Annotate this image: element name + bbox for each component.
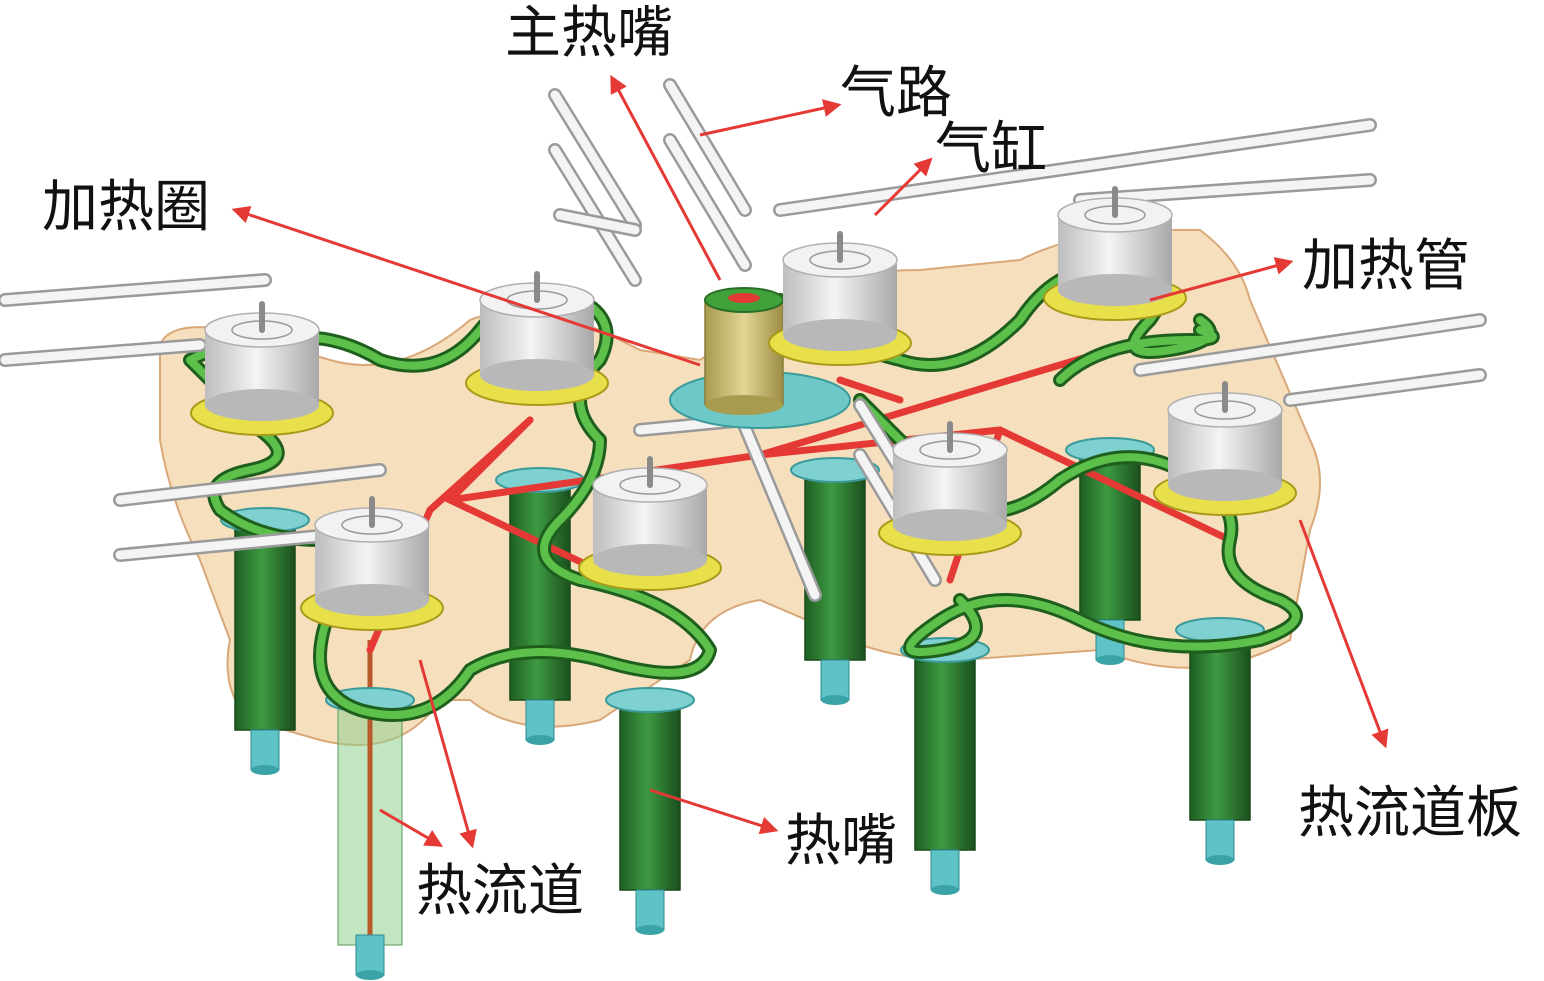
leader-arrow-runner-b bbox=[418, 659, 477, 849]
nozzle bbox=[900, 637, 990, 895]
label-main-nozzle: 主热嘴 bbox=[505, 1, 673, 66]
label-cylinder: 气缸 bbox=[935, 117, 1047, 182]
leader-arrow-air-path bbox=[699, 99, 842, 137]
cylinder-group bbox=[190, 186, 1297, 631]
cylinder bbox=[465, 271, 609, 406]
runner-channel bbox=[836, 376, 904, 404]
cylinder bbox=[190, 301, 334, 436]
cylinder bbox=[878, 421, 1022, 556]
cylinder bbox=[578, 456, 722, 591]
label-nozzle: 热嘴 bbox=[785, 809, 897, 874]
nozzle bbox=[605, 687, 695, 935]
label-heating-tube: 加热管 bbox=[1302, 234, 1470, 299]
leader-arrows bbox=[231, 74, 1389, 849]
leader-arrow-heating-ring bbox=[231, 206, 701, 367]
cylinder bbox=[300, 496, 444, 631]
label-air-path: 气路 bbox=[840, 61, 952, 126]
leader-arrow-plate bbox=[1298, 519, 1389, 749]
cylinder bbox=[1153, 381, 1297, 516]
nozzle-group bbox=[220, 437, 1265, 980]
leader-arrow-cylinder bbox=[873, 157, 933, 217]
label-hot-runner-plate: 热流道板 bbox=[1298, 781, 1522, 846]
nozzle bbox=[790, 457, 880, 705]
main-nozzle bbox=[669, 287, 851, 429]
cylinder bbox=[768, 231, 912, 366]
leader-arrow-heating-tube bbox=[1149, 257, 1294, 302]
air-pipes bbox=[0, 78, 1487, 602]
cylinder bbox=[1043, 186, 1187, 321]
nozzle bbox=[325, 640, 415, 980]
leader-arrow-runner-a bbox=[379, 808, 444, 847]
leader-arrow-main-nozzle bbox=[610, 74, 722, 281]
nozzle bbox=[220, 507, 310, 775]
leader-arrow-nozzle bbox=[649, 788, 779, 835]
label-runner: 热流道 bbox=[416, 859, 584, 924]
nozzle bbox=[1175, 617, 1265, 865]
label-heating-ring: 加热圈 bbox=[42, 175, 210, 240]
